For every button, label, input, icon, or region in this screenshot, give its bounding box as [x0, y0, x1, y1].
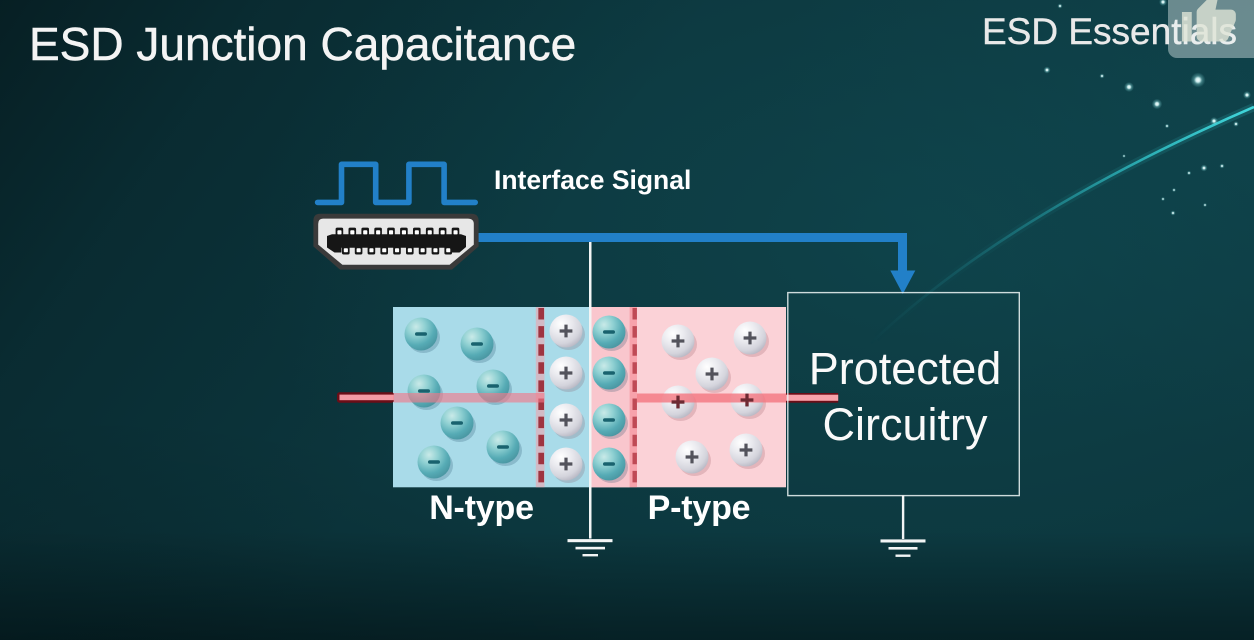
svg-text:N-type: N-type [429, 489, 534, 527]
svg-text:ESD Essentials: ESD Essentials [982, 11, 1237, 52]
svg-text:Circuitry: Circuitry [823, 399, 988, 450]
svg-text:Interface Signal: Interface Signal [494, 165, 691, 195]
svg-text:ESD Junction Capacitance: ESD Junction Capacitance [29, 18, 576, 70]
svg-text:P-type: P-type [648, 489, 751, 527]
svg-text:Protected: Protected [809, 343, 1002, 394]
